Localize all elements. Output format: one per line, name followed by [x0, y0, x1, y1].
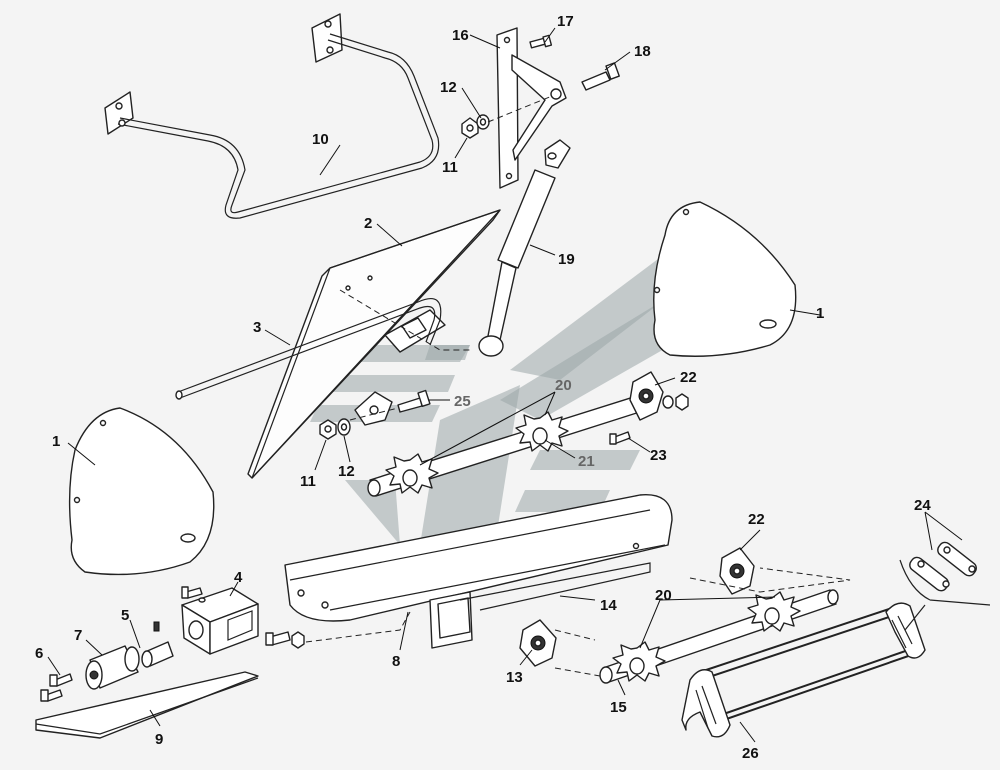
lower-shaft-part	[599, 589, 839, 684]
bolt-6-part	[40, 673, 73, 702]
callout-7: 7	[74, 627, 82, 644]
bolt-23-part	[609, 431, 631, 445]
callout-26: 26	[742, 745, 759, 762]
callout-20-bottom: 20	[655, 587, 672, 604]
callout-13: 13	[506, 669, 523, 686]
callout-1-right: 1	[816, 305, 824, 322]
bearing-22-top-part	[629, 371, 664, 421]
callout-2: 2	[364, 215, 372, 232]
coupling-sleeve-part	[141, 621, 174, 668]
nut-11-top-part	[461, 117, 479, 139]
callout-21: 21	[578, 453, 595, 470]
chain-links-part	[899, 541, 991, 631]
bolt-17-part	[529, 34, 553, 49]
callout-4: 4	[234, 569, 243, 586]
bolt-25-part	[397, 389, 431, 413]
callout-9: 9	[155, 731, 163, 748]
callout-20-top: 20	[555, 377, 572, 394]
callout-17: 17	[557, 13, 574, 30]
washer-12-mid-part	[337, 418, 351, 436]
handle-bar-part	[104, 13, 440, 219]
callout-5: 5	[121, 607, 129, 624]
side-cover-right-part	[653, 201, 797, 357]
callout-12-top: 12	[440, 79, 457, 96]
housing-block-part	[181, 587, 259, 655]
hinge-bracket-upper-part	[384, 309, 446, 353]
callout-8: 8	[392, 653, 400, 670]
panel-part	[247, 209, 501, 479]
assembly-line-top	[487, 95, 553, 123]
bracket-plate-part	[496, 27, 567, 189]
callout-3: 3	[253, 319, 261, 336]
callout-22-bottom: 22	[748, 511, 765, 528]
nut-11-mid-part	[319, 419, 337, 440]
callout-15: 15	[610, 699, 627, 716]
bearing-13-part	[519, 619, 557, 667]
main-housing-part	[284, 494, 673, 649]
callout-19: 19	[558, 251, 575, 268]
washer-12-top-part	[476, 114, 490, 130]
callout-1-left: 1	[52, 433, 60, 450]
callout-25: 25	[454, 393, 471, 410]
assembly-line-mid	[349, 407, 399, 421]
callout-labels: 1 1 2 3 4 5 6 7 8 9 10 11 11 12 12 13 14…	[35, 13, 931, 762]
leader-lines	[47, 27, 963, 743]
side-cover-left-part	[68, 407, 215, 576]
callout-23: 23	[650, 447, 667, 464]
motor-part	[85, 645, 140, 690]
bearing-22-bottom-part	[719, 547, 755, 595]
gas-strut-part	[478, 139, 571, 357]
nut-washer-22-part	[662, 393, 689, 411]
callout-11-mid: 11	[300, 473, 316, 490]
bolt-4-part	[181, 586, 203, 599]
screw-8-part	[265, 631, 305, 649]
callout-14: 14	[600, 597, 617, 614]
callout-12-mid: 12	[338, 463, 355, 480]
base-plate-part	[35, 671, 259, 739]
assembly-line-13	[554, 629, 601, 677]
assembly-line-22	[689, 567, 851, 593]
callout-22-top: 22	[680, 369, 697, 386]
callout-6: 6	[35, 645, 43, 662]
chain-conveyor-part	[681, 602, 926, 738]
callout-11-top: 11	[442, 159, 458, 176]
assembly-line-8	[305, 611, 411, 643]
callout-24: 24	[914, 497, 931, 514]
callout-18: 18	[634, 43, 651, 60]
callout-16: 16	[452, 27, 469, 44]
rod-part	[175, 289, 470, 400]
callout-10: 10	[312, 131, 329, 148]
bolt-18-part	[581, 62, 620, 91]
